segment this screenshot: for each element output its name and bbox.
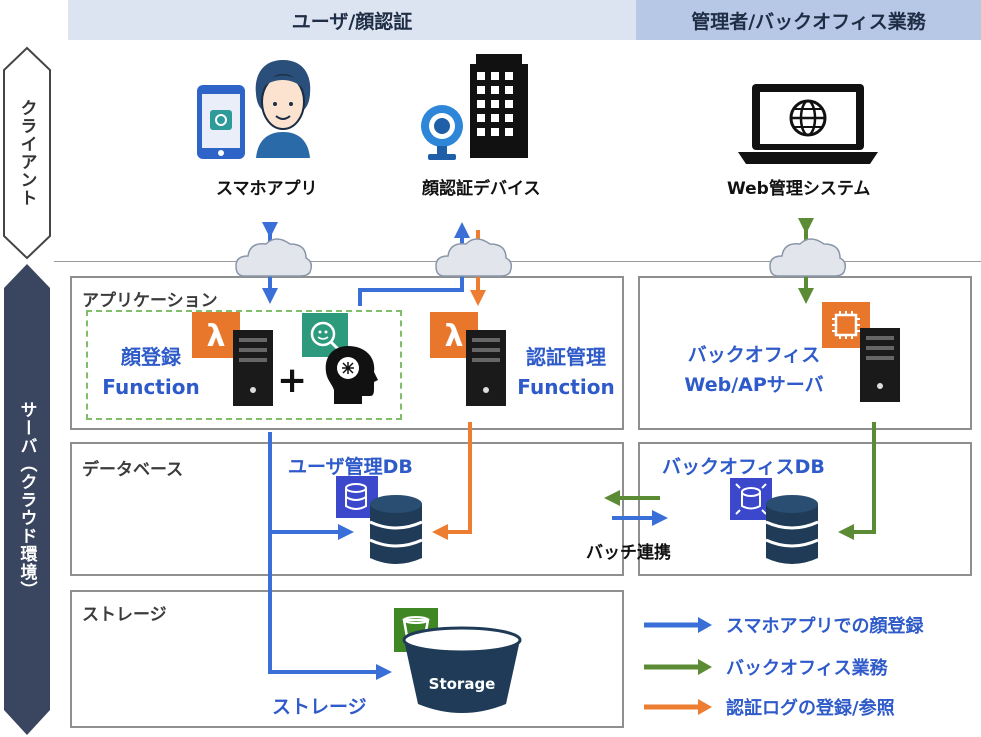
server-icon-backoffice bbox=[860, 328, 900, 402]
legend-item-auth-log: 認証ログの登録/参照 bbox=[644, 694, 895, 720]
svg-text:λ: λ bbox=[445, 319, 464, 354]
client-server-divider bbox=[54, 261, 981, 262]
section-label-application: アプリケーション bbox=[82, 291, 218, 311]
ai-head-icon bbox=[325, 346, 378, 404]
database-cylinder-backoffice-db bbox=[765, 495, 819, 564]
laptop-globe-icon bbox=[738, 84, 878, 164]
svg-text:λ: λ bbox=[207, 319, 226, 354]
client-label-face-device: 顔認証デバイス bbox=[422, 179, 541, 199]
section-label-storage: ストレージ bbox=[82, 605, 167, 625]
database-cylinder-user-db bbox=[369, 495, 423, 564]
plus-icon: + bbox=[277, 360, 308, 401]
backoffice-db-label: バックオフィスDB bbox=[662, 456, 825, 478]
smartphone-icon bbox=[197, 85, 245, 159]
storage-label: ストレージ bbox=[272, 696, 367, 718]
cloud-icon-2 bbox=[435, 238, 513, 277]
header-user-section: ユーザ/顔認証 bbox=[68, 0, 636, 40]
lambda-icon-face-register: λ bbox=[192, 312, 240, 358]
legend-label-face-registration: スマホアプリでの顔登録 bbox=[726, 616, 924, 637]
legend-orange-arrow-icon bbox=[644, 699, 712, 715]
legend-item-face-registration: スマホアプリでの顔登録 bbox=[644, 612, 923, 638]
webcam-icon bbox=[421, 105, 463, 160]
side-label-client: クライアント bbox=[16, 99, 37, 207]
legend-label-backoffice: バックオフィス業務 bbox=[726, 658, 888, 679]
legend-blue-arrow-icon bbox=[644, 617, 712, 633]
client-label-smartphone-app: スマホアプリ bbox=[216, 179, 318, 199]
storage-bucket-shape bbox=[402, 626, 522, 713]
face-register-group bbox=[86, 310, 402, 420]
legend-item-backoffice: バックオフィス業務 bbox=[644, 654, 888, 680]
server-icon-auth-mgmt bbox=[466, 330, 506, 406]
side-label-server: サーバ（クラウド環境） bbox=[16, 401, 37, 599]
server-chevron-shape bbox=[4, 264, 50, 735]
rds-icon-backoffice bbox=[730, 478, 772, 520]
client-chevron-shape bbox=[3, 46, 51, 260]
user-person-icon bbox=[255, 60, 311, 158]
header-user-label: ユーザ/顔認証 bbox=[291, 10, 413, 33]
batch-sync-label: バッチ連携 bbox=[586, 543, 671, 563]
header-admin-label: 管理者/バックオフィス業務 bbox=[691, 10, 926, 33]
backoffice-server-label: バックオフィス Web/APサーバ bbox=[684, 344, 824, 396]
building-icon bbox=[470, 54, 528, 158]
face-register-function-label: 顔登録 Function bbox=[102, 345, 200, 399]
user-db-label: ユーザ管理DB bbox=[288, 456, 413, 478]
section-label-database: データベース bbox=[82, 460, 184, 480]
storage-panel bbox=[70, 590, 624, 728]
auth-mgmt-function-label: 認証管理 Function bbox=[517, 345, 615, 399]
server-icon-face-register bbox=[233, 330, 273, 406]
legend-label-auth-log: 認証ログの登録/参照 bbox=[726, 698, 895, 719]
cloud-icon-1 bbox=[235, 238, 313, 277]
legend-green-arrow-icon bbox=[644, 659, 712, 675]
cloud-icon-3 bbox=[769, 238, 847, 277]
header-admin-section: 管理者/バックオフィス業務 bbox=[636, 0, 981, 40]
client-label-web-admin: Web管理システム bbox=[727, 179, 871, 199]
storage-bucket-label: Storage bbox=[428, 675, 496, 693]
